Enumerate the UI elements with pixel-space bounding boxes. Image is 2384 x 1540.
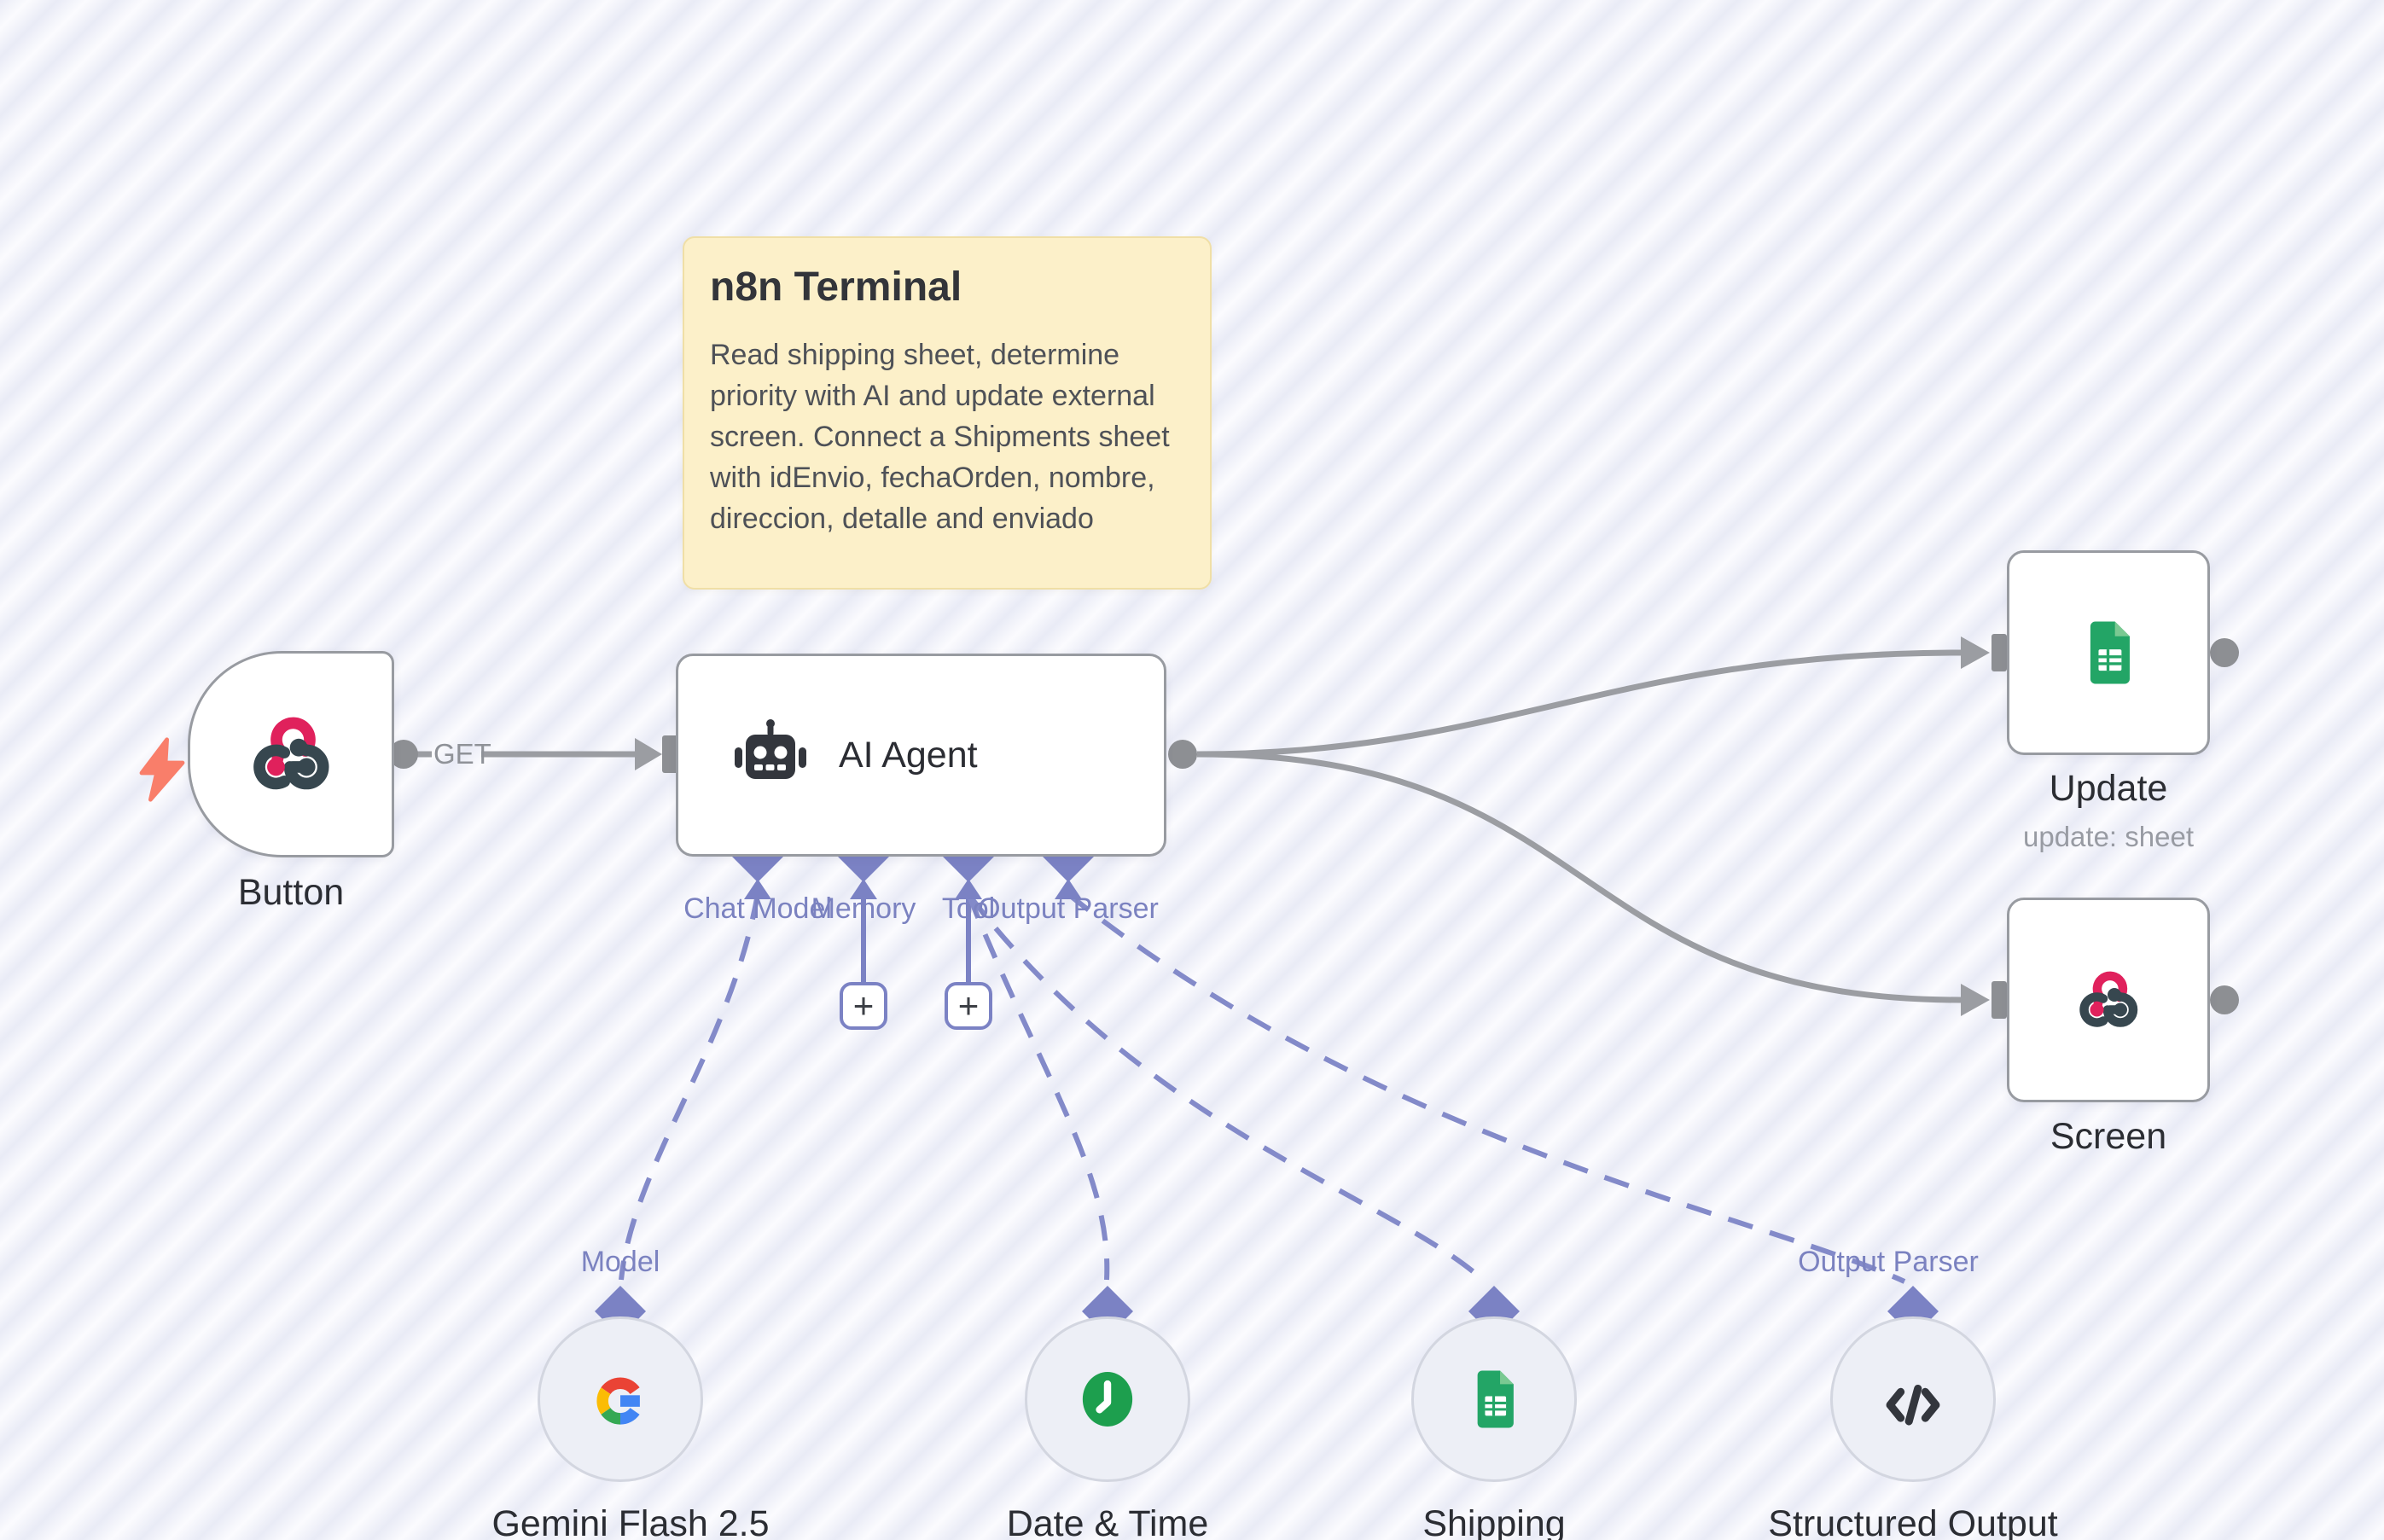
wire-tool-to-shipping xyxy=(966,892,1487,1284)
node-screen-label: Screen xyxy=(2050,1116,2167,1157)
plus-icon: + xyxy=(852,985,875,1026)
output-port-screen[interactable] xyxy=(2210,985,2239,1014)
sticky-note-body: Read shipping sheet, determine priority … xyxy=(710,339,1170,535)
port-label-chat-model: Chat Model xyxy=(683,892,832,925)
node-update-label: Update xyxy=(2049,768,2168,809)
port-label-output-parser: Output Parser xyxy=(978,892,1159,925)
port-arrow-output-parser xyxy=(1055,879,1082,899)
node-shipping[interactable] xyxy=(1411,1316,1577,1482)
node-update[interactable] xyxy=(2007,550,2210,755)
node-datetime-label: Date & Time xyxy=(1006,1503,1209,1540)
node-button[interactable] xyxy=(188,651,394,857)
google-g-icon xyxy=(596,1377,640,1425)
node-screen[interactable] xyxy=(2007,898,2210,1102)
arrowhead-screen-input xyxy=(1961,984,1990,1016)
node-structured-output[interactable] xyxy=(1830,1316,1996,1482)
webhook-icon xyxy=(253,717,329,790)
output-port-agent[interactable] xyxy=(1168,740,1197,769)
node-gemini-label: Gemini Flash 2.5 xyxy=(491,1503,770,1540)
code-icon xyxy=(1886,1384,1940,1426)
sticky-note-title: n8n Terminal xyxy=(710,264,962,310)
add-memory-button[interactable]: + xyxy=(840,982,887,1030)
robot-icon xyxy=(735,719,806,779)
node-ai-agent-label: AI Agent xyxy=(839,734,978,776)
input-port-update[interactable] xyxy=(1992,634,2007,671)
tag-model: Model xyxy=(580,1246,660,1278)
input-port-agent[interactable] xyxy=(662,735,679,773)
google-sheets-icon xyxy=(1477,1370,1514,1428)
wire-tool-to-datetime xyxy=(966,892,1110,1281)
output-port-button[interactable] xyxy=(389,740,418,769)
input-port-screen[interactable] xyxy=(1992,981,2007,1019)
port-arrow-chat-model xyxy=(744,879,771,899)
node-datetime[interactable] xyxy=(1025,1316,1190,1482)
port-arrow-tool xyxy=(955,879,982,899)
arrowhead-agent-input xyxy=(635,738,662,770)
node-update-subtitle: update: sheet xyxy=(2023,821,2194,852)
sticky-note[interactable]: n8n Terminal Read shipping sheet, determ… xyxy=(683,236,1212,590)
wire-agent-to-update xyxy=(1196,649,1962,758)
wire-agent-to-screen xyxy=(1196,751,1962,1003)
webhook-icon xyxy=(2079,971,2138,1027)
node-ai-agent[interactable]: AI Agent xyxy=(676,654,1166,857)
node-structured-output-label: Structured Output xyxy=(1768,1503,2058,1540)
arrowhead-update-input xyxy=(1961,636,1990,669)
google-sheets-icon xyxy=(2090,621,2130,684)
tag-output-parser: Output Parser xyxy=(1798,1246,1979,1278)
add-tool-button[interactable]: + xyxy=(945,982,992,1030)
port-label-tool: Tool xyxy=(941,892,996,925)
wire-chatmodel-to-gemini xyxy=(619,893,760,1281)
port-arrow-memory xyxy=(850,879,877,899)
plus-icon: + xyxy=(957,985,980,1026)
clock-icon xyxy=(1082,1372,1133,1427)
wire-get-label: GET xyxy=(433,738,491,770)
wire-outputparser-to-structured xyxy=(1067,892,1906,1284)
output-port-update[interactable] xyxy=(2210,638,2239,667)
node-button-label: Button xyxy=(237,872,345,913)
node-shipping-label: Shipping xyxy=(1422,1503,1566,1540)
node-gemini[interactable] xyxy=(538,1316,703,1482)
lightning-bolt-icon xyxy=(139,737,185,802)
port-label-memory: Memory xyxy=(811,892,916,925)
